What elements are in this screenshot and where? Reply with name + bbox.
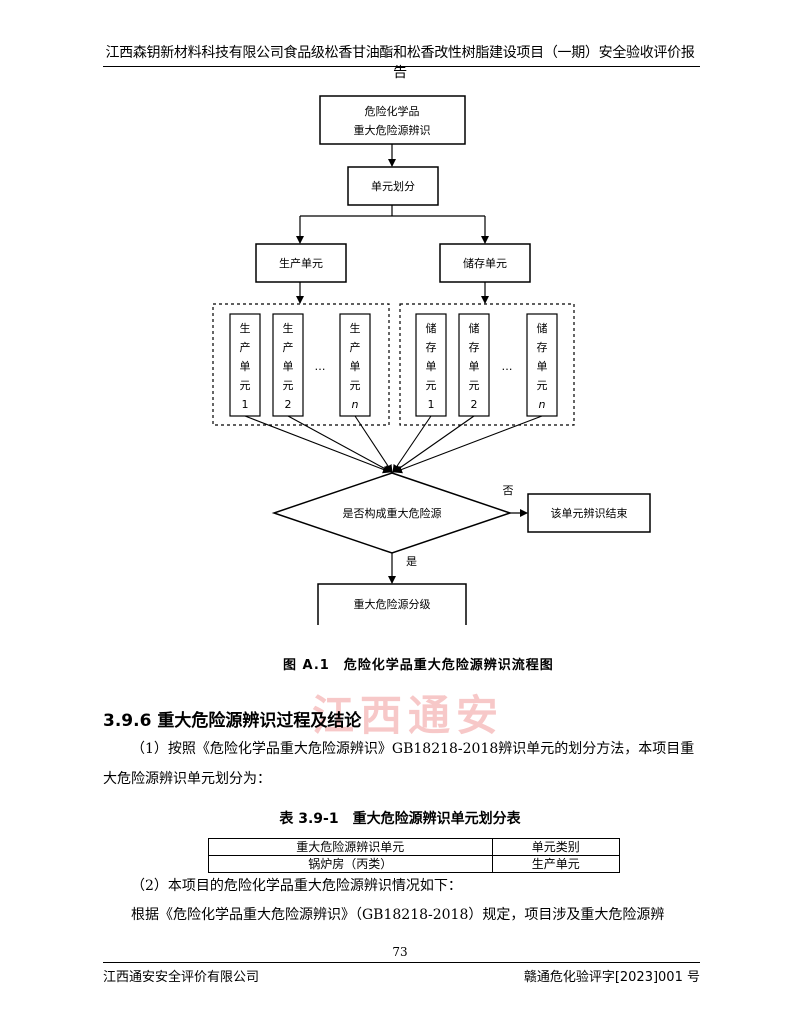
svg-text:储: 储 — [426, 321, 437, 335]
storage-subunit-1: 储 存 单 元 1 — [415, 313, 447, 417]
paragraph-1: （1）按照《危险化学品重大危险源辨识》GB18218-2018辨识单元的划分方法… — [103, 741, 695, 787]
table-cell: 锅炉房（丙类） — [208, 855, 493, 873]
svg-text:单: 单 — [350, 360, 361, 373]
svg-text:存: 存 — [469, 340, 480, 354]
svg-text:生: 生 — [350, 321, 361, 335]
svg-text:元: 元 — [350, 379, 361, 392]
flow-start-line2: 重大危险源辨识 — [354, 123, 431, 137]
svg-text:n: n — [352, 398, 359, 411]
svg-text:单: 单 — [283, 360, 294, 373]
table-cell: 生产单元 — [491, 855, 621, 873]
converging-arrows — [244, 415, 543, 474]
storage-subunit-2: 储 存 单 元 2 — [458, 313, 490, 417]
production-subunit-2: 生 产 单 元 2 — [272, 313, 304, 417]
svg-text:存: 存 — [426, 340, 437, 354]
svg-text:单: 单 — [537, 360, 548, 373]
svg-text:元: 元 — [240, 379, 251, 392]
table-row: 锅炉房（丙类） 生产单元 — [208, 855, 621, 873]
table-header-cell: 重大危险源辨识单元 — [208, 838, 493, 856]
flow-storage-unit-box — [439, 243, 531, 283]
production-subunit-ellipsis: … — [315, 360, 326, 373]
flow-start-line1: 危险化学品 — [365, 104, 420, 118]
footer-doc-number: 赣通危化验评字[2023]001 号 — [523, 970, 700, 985]
flow-production-unit-label: 生产单元 — [279, 256, 323, 270]
flow-decision-label: 是否构成重大危险源 — [343, 506, 442, 520]
flow-yes-result-label: 重大危险源分级 — [354, 597, 431, 611]
hazard-identification-flowchart: 危险化学品 重大危险源辨识 单元划分 生产单元 储存单元 生 产 单 元 1 生… — [212, 95, 651, 625]
table-header-row: 重大危险源辨识单元 单元类别 — [208, 838, 621, 856]
flow-unit-division-label: 单元划分 — [371, 180, 415, 193]
production-subunit-1: 生 产 单 元 1 — [229, 313, 261, 417]
production-subunit-n: 生 产 单 元 n — [339, 313, 371, 417]
table-header-cell: 单元类别 — [491, 838, 621, 856]
svg-text:2: 2 — [285, 398, 292, 411]
storage-subunit-n: 储 存 单 元 n — [526, 313, 558, 417]
svg-text:元: 元 — [469, 379, 480, 392]
flow-start-box — [319, 95, 466, 145]
svg-text:产: 产 — [240, 340, 251, 354]
svg-text:2: 2 — [471, 398, 478, 411]
svg-text:产: 产 — [283, 340, 294, 354]
svg-text:元: 元 — [537, 379, 548, 392]
svg-text:存: 存 — [537, 340, 548, 354]
flow-no-result-box — [527, 493, 651, 533]
flow-yes-result-box — [317, 583, 467, 625]
watermark: 江西通安 — [312, 691, 505, 740]
svg-text:单: 单 — [426, 360, 437, 373]
flow-yes-label: 是 — [406, 555, 417, 568]
svg-text:储: 储 — [469, 321, 480, 335]
svg-text:1: 1 — [242, 398, 249, 411]
svg-text:元: 元 — [283, 379, 294, 392]
svg-text:n: n — [539, 398, 546, 411]
paragraph-3: 根据《危险化学品重大危险源辨识》（GB18218-2018）规定，项目涉及重大危… — [131, 907, 665, 923]
svg-text:1: 1 — [428, 398, 435, 411]
flow-no-result-label: 该单元辨识结束 — [551, 506, 628, 520]
flow-storage-unit-label: 储存单元 — [463, 256, 507, 270]
svg-text:单: 单 — [240, 360, 251, 373]
section-heading: 3.9.6 重大危险源辨识过程及结论 — [103, 711, 362, 731]
flow-no-label: 否 — [503, 484, 514, 497]
production-subunit-group — [212, 303, 390, 426]
svg-text:生: 生 — [283, 321, 294, 335]
svg-text:生: 生 — [240, 321, 251, 335]
svg-text:储: 储 — [537, 321, 548, 335]
footer-company: 江西通安安全评价有限公司 — [103, 970, 260, 985]
unit-division-table: 重大危险源辨识单元 单元类别 锅炉房（丙类） 生产单元 — [208, 838, 621, 873]
figure-caption: 图 A.1 危险化学品重大危险源辨识流程图 — [283, 658, 554, 673]
table-title: 表 3.9-1 重大危险源辨识单元划分表 — [279, 811, 521, 827]
page-number: 73 — [392, 945, 408, 959]
storage-subunit-ellipsis: … — [502, 360, 513, 373]
storage-subunit-group — [399, 303, 575, 426]
footer-rule — [103, 962, 700, 963]
header-rule — [103, 66, 700, 67]
svg-text:单: 单 — [469, 360, 480, 373]
flow-production-unit-box — [255, 243, 347, 283]
paragraph-2: （2）本项目的危险化学品重大危险源辨识情况如下： — [131, 878, 462, 894]
flow-unit-division-box — [347, 166, 439, 206]
page-header-title: 江西森钥新材料科技有限公司食品级松香甘油酯和松香改性树脂建设项目（一期）安全验收… — [105, 45, 695, 81]
svg-text:产: 产 — [350, 340, 361, 354]
svg-text:元: 元 — [426, 379, 437, 392]
